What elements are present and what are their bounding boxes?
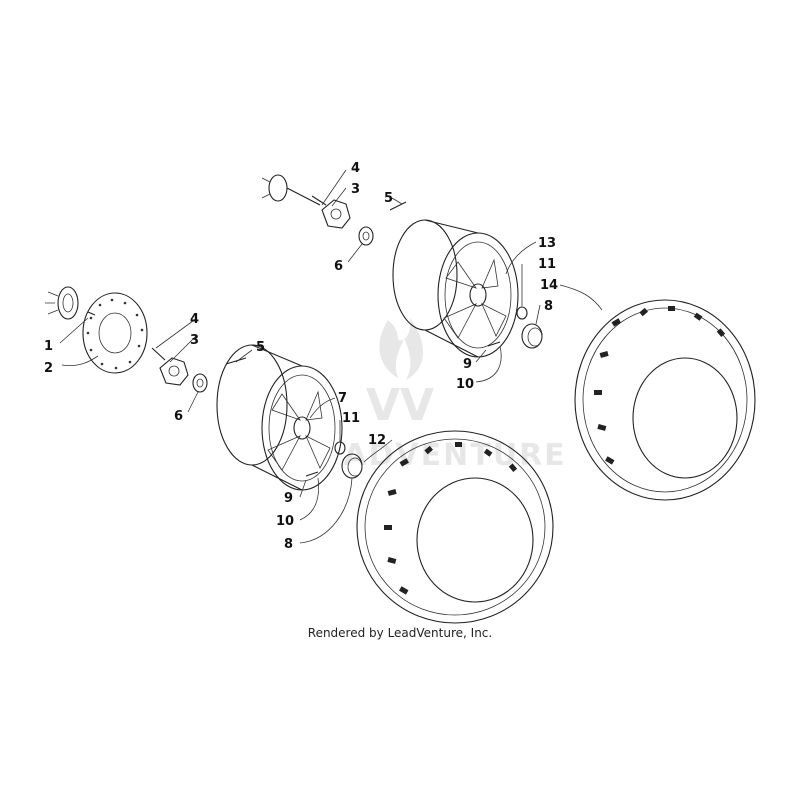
hub-nut-front xyxy=(192,373,208,393)
cotter-pin-rear xyxy=(389,201,407,211)
watermark-text: ADVENTURE xyxy=(343,438,566,473)
hub-nut-rear xyxy=(358,226,374,246)
watermark: VV ADVENTURE xyxy=(343,318,566,473)
valve-stem-rear xyxy=(487,341,501,347)
brake-bolt xyxy=(87,311,96,316)
callout-label: 10 xyxy=(276,514,294,529)
callout-label: 13 xyxy=(538,236,556,251)
callout-label: 14 xyxy=(540,278,558,293)
callout-label: 6 xyxy=(334,259,343,274)
hub-cap-rear xyxy=(521,323,543,349)
callout-label: 4 xyxy=(351,161,360,176)
callout-label: 10 xyxy=(456,377,474,392)
rim-front xyxy=(216,344,343,491)
wheel-hub-front xyxy=(151,347,189,386)
callout-label: 8 xyxy=(284,537,293,552)
callout-label: 11 xyxy=(342,411,360,426)
flame-logo-icon xyxy=(379,318,424,380)
axle-stub-front xyxy=(45,286,79,320)
valve-stem-front xyxy=(305,471,319,477)
callout-label: 3 xyxy=(190,333,199,348)
leader-lines xyxy=(59,169,603,544)
callout-label: 7 xyxy=(338,391,347,406)
callout-label: 1 xyxy=(44,339,53,354)
callout-label: 3 xyxy=(351,182,360,197)
callout-label: 9 xyxy=(463,357,472,372)
wheel-hub-rear xyxy=(311,195,351,229)
callout-label: 6 xyxy=(174,409,183,424)
tire-front xyxy=(356,430,554,624)
credit-text: Rendered by LeadVenture, Inc. xyxy=(307,626,493,640)
lug-nut-rear xyxy=(516,306,528,320)
callout-labels: 1 2 3 4 5 6 3 4 5 6 7 11 12 9 10 8 13 11… xyxy=(44,161,558,552)
brake-disc xyxy=(82,292,148,374)
rim-rear xyxy=(392,219,519,358)
callout-label: 8 xyxy=(544,299,553,314)
tire-rear xyxy=(574,299,756,501)
callout-label: 9 xyxy=(284,491,293,506)
callout-label: 5 xyxy=(256,340,265,355)
callout-label: 2 xyxy=(44,361,53,376)
callout-label: 11 xyxy=(538,257,556,272)
callout-label: 12 xyxy=(368,433,386,448)
cotter-pin-front xyxy=(225,357,247,365)
axle-stub-rear xyxy=(261,174,321,206)
callout-label: 4 xyxy=(190,312,199,327)
watermark-logo-icon: VV xyxy=(366,380,434,431)
callout-label: 5 xyxy=(384,191,393,206)
